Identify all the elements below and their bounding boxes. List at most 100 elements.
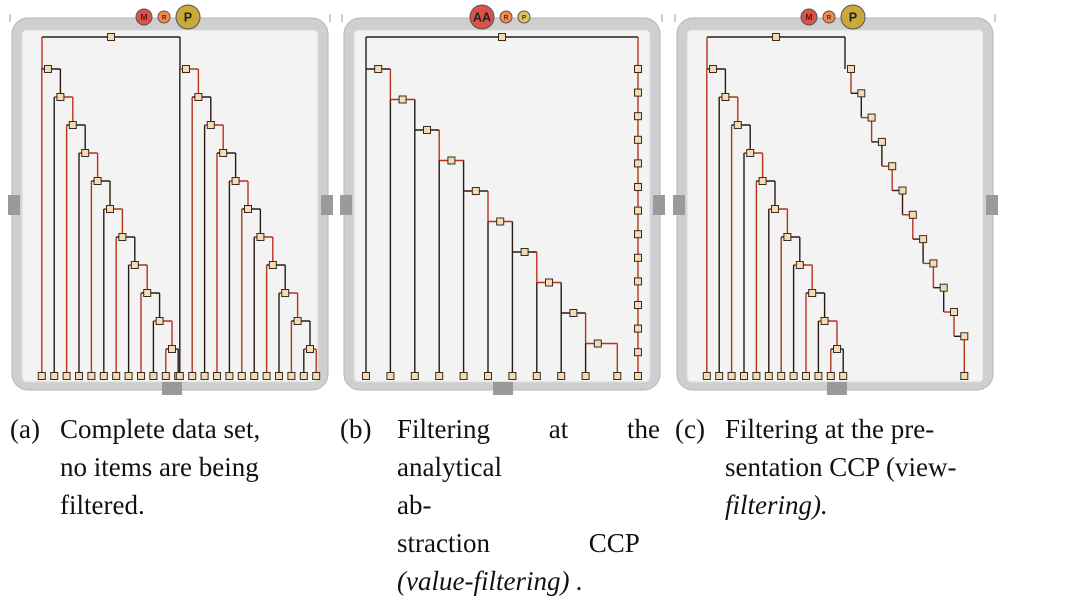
left-grip <box>8 195 20 215</box>
bottom-handle <box>162 382 182 395</box>
tree-node <box>783 233 792 241</box>
tree-node <box>362 372 370 380</box>
badge-r-icon: R <box>157 10 171 24</box>
tree-node <box>634 277 642 286</box>
left-grip <box>673 195 685 215</box>
tree-node <box>484 372 492 380</box>
badge-label: R <box>162 14 167 21</box>
badge-m-icon: M <box>800 8 818 26</box>
badge-label: M <box>141 12 148 22</box>
tree-node <box>847 65 855 73</box>
tree-node <box>777 372 786 380</box>
badge-circle <box>175 4 201 30</box>
tree-node <box>867 113 876 122</box>
caption-line: Filtering at the <box>397 414 660 444</box>
caption-tag: (b) <box>340 414 372 444</box>
badge-circle <box>517 10 531 24</box>
badge-label: R <box>504 14 509 21</box>
tree-node <box>130 261 139 269</box>
tree-node <box>143 289 152 297</box>
tree-node <box>593 339 602 348</box>
caption-line: Complete data set, <box>60 414 261 444</box>
tree-node <box>93 177 102 185</box>
tree-node <box>613 372 622 380</box>
tree-node <box>161 372 170 380</box>
tree-node <box>634 159 642 168</box>
badge-p-icon: P <box>175 4 201 30</box>
tree-node <box>99 372 108 380</box>
tree-node <box>106 205 114 213</box>
caption-tag: (c) <box>675 414 705 444</box>
tree-node <box>740 372 748 380</box>
tree-node <box>820 317 829 325</box>
tree-node <box>709 65 717 73</box>
tree-node <box>281 289 290 297</box>
tree-node <box>634 324 642 333</box>
badge-m-icon: M <box>135 8 153 26</box>
tree-node <box>634 372 642 380</box>
tree-node <box>435 372 444 380</box>
tree-node <box>888 162 897 171</box>
tree-node <box>56 93 65 101</box>
caption-line: Filtering at the pre- <box>725 414 935 444</box>
tree-node <box>833 345 841 353</box>
tree-node <box>771 205 779 213</box>
tree-node <box>758 177 767 185</box>
caption-tag: (a) <box>10 414 40 444</box>
badge-label: M <box>806 12 813 22</box>
badge-label: P <box>184 11 192 25</box>
tree-node <box>206 121 215 129</box>
badge-label: AA <box>473 11 491 25</box>
badge-circle <box>157 10 171 24</box>
tree-node <box>919 235 928 244</box>
tree-node <box>168 345 176 353</box>
tree-node <box>733 121 742 129</box>
tree-node <box>634 183 642 191</box>
tree-node <box>287 372 296 380</box>
tree-node <box>194 93 203 101</box>
tree-node <box>814 372 823 380</box>
tree-node <box>545 278 553 287</box>
tree-node <box>231 177 240 185</box>
bottom-handle <box>827 382 847 395</box>
tree-node <box>225 372 234 380</box>
tree-node <box>960 332 969 341</box>
tree-node <box>293 317 302 325</box>
badge-circle <box>499 10 513 24</box>
tree-node <box>802 372 810 380</box>
tree-node <box>746 149 755 157</box>
badge-label: P <box>849 11 857 25</box>
tree-node <box>410 372 419 380</box>
tree-node <box>634 348 642 357</box>
tree-node <box>62 372 71 380</box>
tree-node <box>275 372 283 380</box>
tree-node <box>634 112 642 121</box>
tree-node <box>37 372 46 380</box>
badge-aa-icon: AA <box>469 4 495 30</box>
tree-node <box>188 372 197 380</box>
tree-node <box>581 372 590 380</box>
tree-node <box>256 233 265 241</box>
caption-line: analytical ab- <box>397 452 502 520</box>
tree-node <box>268 261 277 269</box>
badge-circle <box>469 4 495 30</box>
tree-node <box>839 372 848 380</box>
tree-node <box>702 372 711 380</box>
caption-line: (value-filtering) . <box>397 566 583 596</box>
left-grip <box>340 195 352 215</box>
badge-circle <box>135 8 153 26</box>
tree-node <box>386 372 395 380</box>
badge-label: R <box>827 14 832 21</box>
caption-line: sentation CCP (view- <box>725 452 957 482</box>
tree-node <box>250 372 259 380</box>
tree-node <box>118 233 127 241</box>
badge-circle <box>840 4 866 30</box>
tree-node <box>715 372 724 380</box>
tree-node <box>374 65 383 73</box>
tree-node <box>857 89 866 98</box>
tree-node <box>634 230 642 239</box>
